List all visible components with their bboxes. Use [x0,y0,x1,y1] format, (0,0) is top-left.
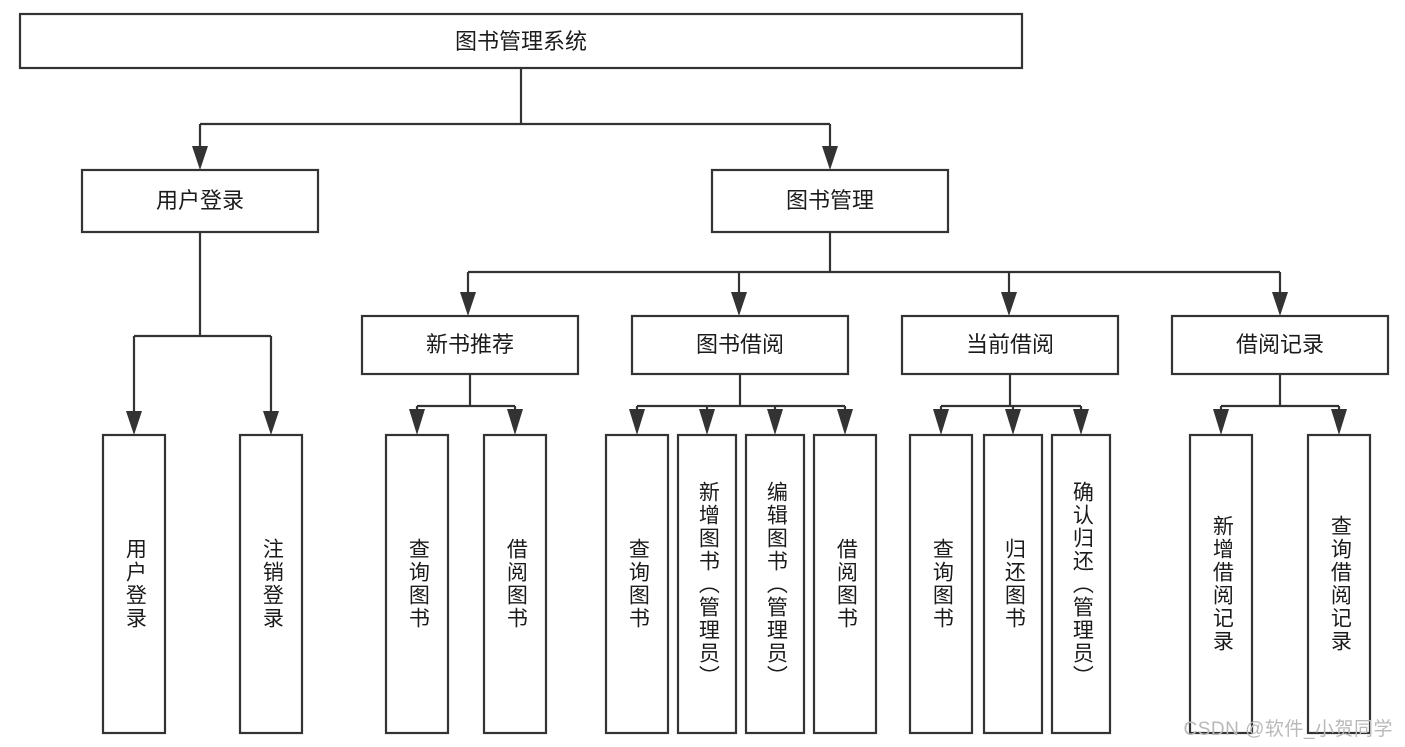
connector-group-borrow-record [1213,374,1347,435]
node-borrow-record-label: 借阅记录 [1236,332,1324,357]
arrow-head-leaf-user-login [126,411,142,435]
leaf-box-query-record[interactable] [1306,433,1372,735]
connector-group-user-login [126,232,279,435]
arrow-head-leaf-confirm-return [1073,409,1089,435]
node-user-login-label: 用户登录 [156,188,244,213]
leaf-box-user-login[interactable] [101,433,167,735]
node-root-box[interactable] [18,12,1024,70]
node-book-borrow-box[interactable] [630,314,850,376]
arrow-head-leaf-add-record [1213,409,1229,435]
connector-group-book-manage [460,232,1288,316]
arrow-head-leaf-query-book-2 [629,409,645,435]
node-book-borrow-label: 图书借阅 [696,332,784,357]
arrow-head-leaf-edit-book [767,409,783,435]
arrow-head-leaf-query-book-3 [933,409,949,435]
connector-group-current-borrow [933,374,1089,435]
leaf-box-edit-book[interactable] [744,433,806,735]
leaf-box-query-book-3[interactable] [908,433,974,735]
arrow-head-leaf-borrow-book-1 [507,409,523,435]
node-user-login-box[interactable] [80,168,320,234]
leaf-box-query-book-2[interactable] [604,433,670,735]
node-borrow-record-box[interactable] [1170,314,1390,376]
leaf-box-add-book[interactable] [676,433,738,735]
leaf-box-query-book-1[interactable] [384,433,450,735]
node-book-manage-label: 图书管理 [786,188,874,213]
csdn-watermark: CSDN @软件_小贺同学 [1183,719,1393,740]
arrow-head-current-borrow [1001,292,1017,316]
node-book-manage[interactable] [710,168,950,234]
node-book-borrow[interactable] [630,314,850,376]
arrow-head-leaf-query-book-1 [409,409,425,435]
leaf-box-logout[interactable] [238,433,304,735]
leaf-box-return-book[interactable] [982,433,1044,735]
node-root[interactable] [18,12,1024,70]
arrow-head-leaf-query-record [1331,409,1347,435]
arrow-head-leaf-borrow-book-2 [837,409,853,435]
node-current-borrow-label: 当前借阅 [966,332,1054,357]
arrow-head-user-login [192,146,208,170]
arrow-head-book-manage [822,146,838,170]
node-current-borrow-box[interactable] [900,314,1120,376]
node-new-book-rec-label: 新书推荐 [426,332,514,357]
node-book-manage-box[interactable] [710,168,950,234]
arrow-head-leaf-logout [263,411,279,435]
connector-group-book-borrow [629,374,853,435]
node-new-book-rec[interactable] [360,314,580,376]
connector-group-root [192,68,838,170]
leaf-box-confirm-return[interactable] [1050,433,1112,735]
node-current-borrow[interactable] [900,314,1120,376]
arrow-head-leaf-return-book [1005,409,1021,435]
arrow-head-new-book-rec [460,292,476,316]
node-root-label: 图书管理系统 [455,29,587,54]
arrow-head-leaf-add-book [699,409,715,435]
leaf-box-add-record[interactable] [1188,433,1254,735]
arrow-head-borrow-record [1272,292,1288,316]
arrow-head-book-borrow [731,292,747,316]
leaf-box-borrow-book-1[interactable] [482,433,548,735]
leaf-box-borrow-book-2[interactable] [812,433,878,735]
node-new-book-rec-box[interactable] [360,314,580,376]
node-user-login[interactable] [80,168,320,234]
connector-group-new-book-rec [409,374,523,435]
node-borrow-record[interactable] [1170,314,1390,376]
